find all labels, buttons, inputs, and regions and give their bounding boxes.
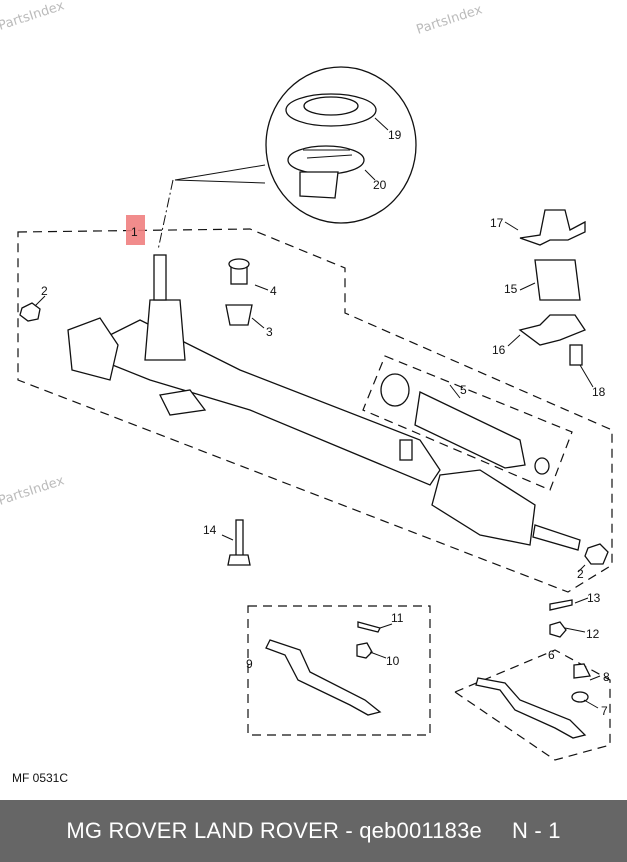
tie-rod-right-outline — [453, 649, 611, 761]
footer-page: N - 1 — [511, 818, 561, 843]
callout-20[interactable]: 20 — [373, 178, 387, 192]
figure-code: MF 0531C — [12, 771, 69, 785]
callout-19[interactable]: 19 — [388, 128, 402, 142]
nut — [19, 302, 41, 322]
tie-rod-left-outline — [247, 605, 431, 736]
callout-13[interactable]: 13 — [587, 591, 601, 605]
callout-15[interactable]: 15 — [504, 282, 518, 296]
tie-rod-right — [475, 677, 587, 739]
callout-11[interactable]: 11 — [391, 611, 404, 625]
callout-16[interactable]: 16 — [492, 343, 506, 357]
callout-10[interactable]: 10 — [386, 654, 400, 668]
callout-3[interactable]: 3 — [266, 325, 273, 339]
highlight-item-1 — [126, 215, 145, 245]
steering-rack-parts-diagram: PartsIndex PartsIndex PartsIndex — [0, 0, 613, 761]
watermark: PartsIndex — [0, 0, 66, 34]
footer-title: MG ROVER LAND ROVER - qeb001183e — [66, 818, 482, 843]
callout-2[interactable]: 2 — [41, 284, 48, 298]
callout-7[interactable]: 7 — [601, 704, 608, 718]
detail-magnifier — [265, 66, 417, 224]
callout-5[interactable]: 5 — [460, 383, 467, 397]
boot-kit-outline — [362, 355, 573, 491]
callout-12[interactable]: 12 — [586, 627, 600, 641]
rack-boot-right — [431, 469, 536, 546]
callout-14[interactable]: 14 — [203, 523, 217, 537]
footer-bar: MG ROVER LAND ROVER - qeb001183e N - 1 — [0, 800, 627, 862]
callout-17[interactable]: 17 — [490, 216, 504, 230]
bush-ring — [534, 259, 581, 301]
rack-boot-left — [67, 317, 119, 381]
nut — [584, 543, 609, 565]
steering-rack — [99, 319, 441, 486]
callout-4[interactable]: 4 — [270, 284, 277, 298]
watermark: PartsIndex — [415, 2, 485, 37]
clamp — [519, 209, 586, 246]
callout-8[interactable]: 8 — [603, 670, 610, 684]
rack-assembly-outline — [17, 228, 613, 593]
tie-rod-left — [265, 639, 382, 716]
bolt — [235, 519, 244, 559]
bush — [225, 304, 253, 326]
callout-1[interactable]: 1 — [131, 225, 138, 239]
boot — [414, 391, 526, 469]
callout-6[interactable]: 6 — [548, 648, 555, 662]
callout-9[interactable]: 9 — [246, 657, 253, 671]
clamp — [518, 314, 586, 346]
callout-2[interactable]: 2 — [577, 567, 584, 581]
callout-18[interactable]: 18 — [592, 385, 606, 399]
watermark: PartsIndex — [0, 473, 66, 508]
